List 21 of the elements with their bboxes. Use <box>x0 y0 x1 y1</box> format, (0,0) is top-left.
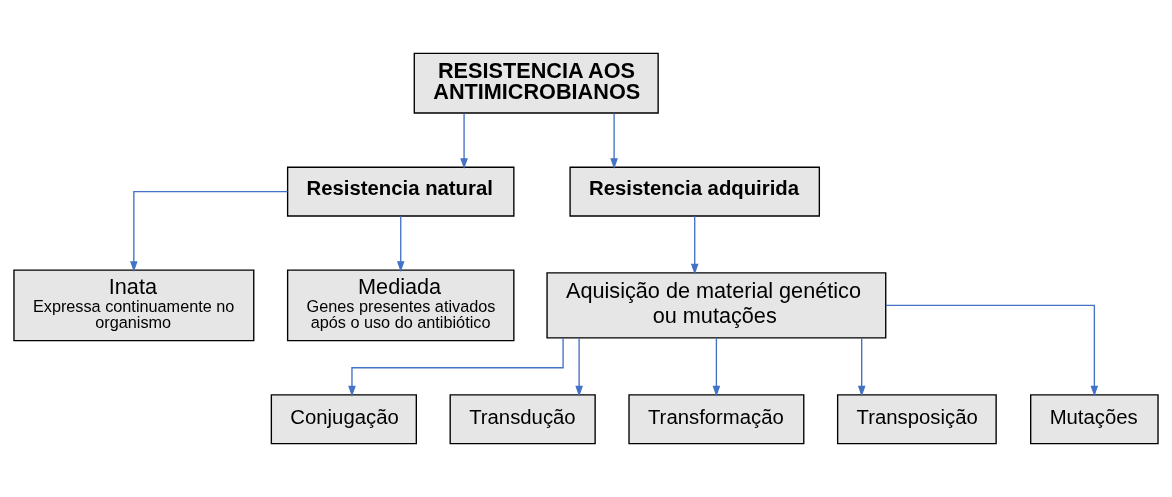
node-box: Resistencia adquirida <box>569 166 821 217</box>
node-box: RESISTENCIA AOS ANTIMICROBIANOS <box>413 52 659 114</box>
node-box: Mediada Genes presentes ativados após o uso do antibiótico <box>286 269 515 342</box>
node-box: Transdução <box>449 394 596 445</box>
arrow <box>130 190 289 273</box>
arrow <box>857 337 866 397</box>
node-box: Transformação <box>628 394 805 445</box>
node-box: Resistencia natural <box>286 166 515 217</box>
node-box: Transposição <box>836 394 997 445</box>
arrow <box>460 112 468 170</box>
arrow <box>690 215 699 275</box>
arrow <box>575 337 583 397</box>
node-box: Mutações <box>1030 394 1159 445</box>
node-box: Conjugação <box>270 394 417 445</box>
node-box: Inata Expressa continuamente no organismo <box>13 269 255 342</box>
node-box: Aquisição de material genético ou mutações <box>546 272 887 339</box>
arrow <box>610 112 618 170</box>
arrow <box>396 215 405 272</box>
arrow <box>885 304 1099 397</box>
arrow <box>712 337 721 397</box>
arrow <box>348 337 564 397</box>
